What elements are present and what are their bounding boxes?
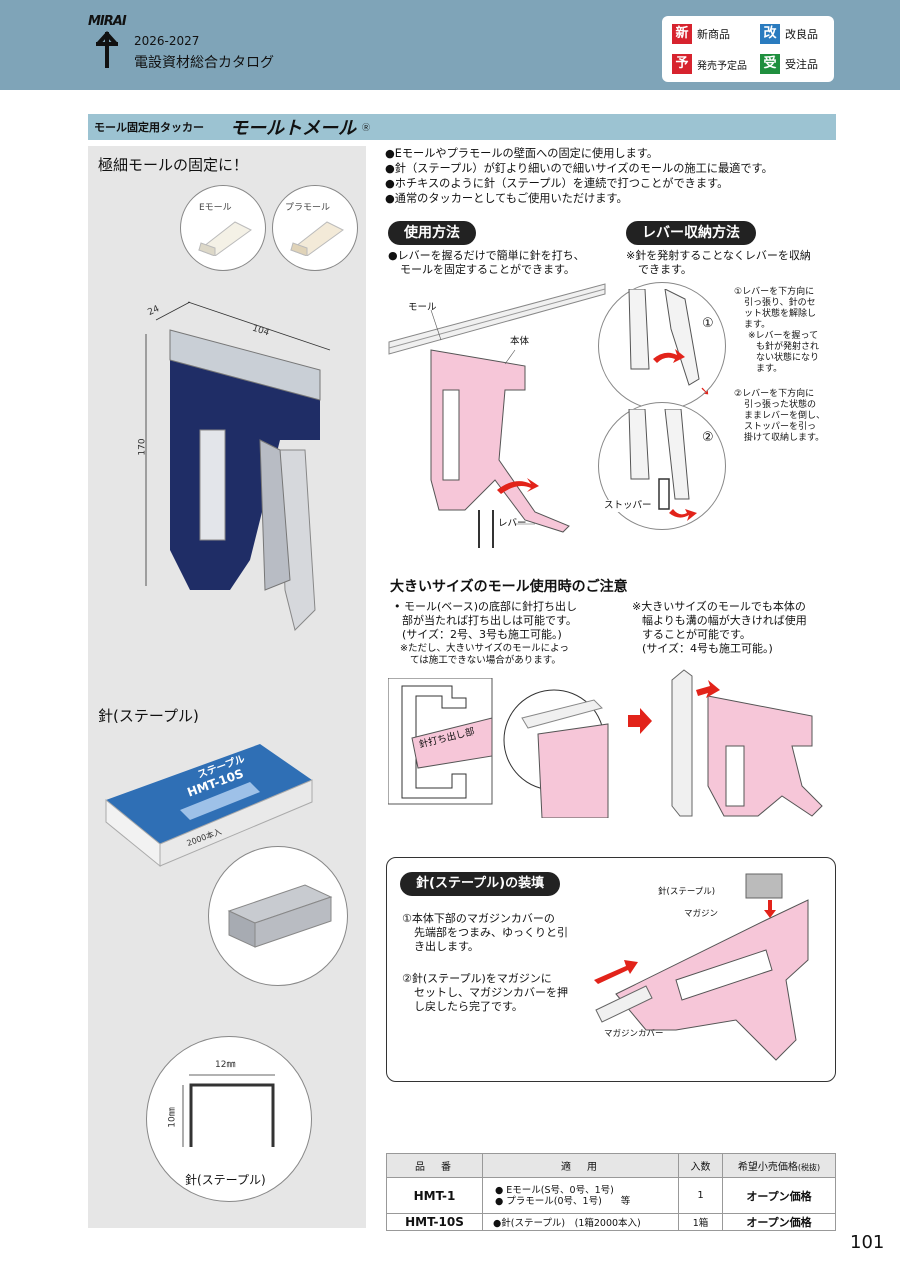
lever-step2-text: ②レバーを下方向に 引っ張った状態の ままレバーを倒し、 ストッパーを引っ 掛け… <box>734 389 826 443</box>
col-code: 品 番 <box>386 1153 483 1178</box>
catalog-title: 電設資材総合カタログ <box>134 55 274 71</box>
section-title: モールトメール <box>230 118 356 139</box>
usage-text1: ●レバーを握るだけで簡単に針を打ち、 <box>388 249 585 262</box>
usage-diagram <box>388 283 606 548</box>
right-arrow-icon <box>628 708 652 734</box>
loading-step2: ②針(ステープル)をマガジンに セットし、マガジンカバーを押 し戻したら完了です… <box>402 972 568 1013</box>
staple-diagram <box>182 1074 275 1147</box>
cell-price: オープン価格 <box>722 1177 836 1214</box>
section-subtitle: モール固定用タッカー <box>94 121 204 134</box>
label-lever: レバー <box>498 518 527 529</box>
new-icon: 新 <box>672 24 692 44</box>
label-mold: モール <box>408 302 437 313</box>
feature-bullets: ●Eモールやプラモールの壁面への固定に使用します。 ●針（ステープル）が釘より細… <box>385 147 773 205</box>
caution-left-note: ※ただし、大きいサイズのモールによっ ては施工できない場合があります。 <box>400 643 569 666</box>
section-bar <box>88 114 836 140</box>
lever-step1-text: ①レバーを下方向に 引っ張り、針のセ ット状態を解除し ます。 ※レバーを握って… <box>734 287 820 374</box>
plamold-circle: プラモール <box>272 185 358 271</box>
legend-upcoming: 予 発売予定品 <box>672 54 747 74</box>
col-price: 希望小売価格(税抜) <box>722 1153 836 1178</box>
spec-table: 品 番 適 用 入数 希望小売価格(税抜) HMT-1 ● Eモール(S号、0号… <box>386 1153 836 1231</box>
loading-title: 針(ステープル)の装填 <box>400 872 561 896</box>
cell-use: ●針(ステープル) (1箱2000本入) <box>482 1213 679 1231</box>
lever-storage-title: レバー収納方法 <box>626 221 756 245</box>
staples-closeup-image <box>227 884 333 948</box>
order-icon: 受 <box>760 54 780 74</box>
lever-step2-image <box>628 409 697 521</box>
table-row: HMT-1 ● Eモール(S号、0号、1号) ● プラモール(0号、1号) 等 … <box>386 1177 836 1214</box>
dim-height: 170 <box>137 438 148 456</box>
table-header-row: 品 番 適 用 入数 希望小売価格(税抜) <box>386 1153 836 1178</box>
staple-box-image <box>105 744 313 868</box>
col-use: 適 用 <box>482 1153 679 1178</box>
caution-left: • モール(ベース)の底部に針打ち出し 部が当たれば打ち出しは可能です。 (サイ… <box>394 600 578 641</box>
caution-title: 大きいサイズのモール使用時のご注意 <box>390 579 628 595</box>
cell-code: HMT-1 <box>386 1177 483 1214</box>
left-heading: 極細モールの固定に！ <box>98 156 249 174</box>
staple-caption: 針(ステープル) <box>185 1173 266 1187</box>
tacker-product-image <box>145 301 331 631</box>
loading-diagram <box>594 873 809 1061</box>
logo-text: MIRAI <box>88 14 127 29</box>
label-body: 本体 <box>510 336 530 347</box>
label-stopper: ストッパー <box>604 500 652 512</box>
cell-code: HMT-10S <box>386 1213 483 1231</box>
caution-right: ※大きいサイズのモールでも本体の 幅よりも溝の幅が大きければ使用 することが可能… <box>632 600 807 655</box>
lever-step1-image <box>628 289 700 386</box>
trademark-mark: Ⓡ <box>362 123 370 132</box>
usage-text2: モールを固定することができます。 <box>400 263 575 276</box>
loading-step1: ①本体下部のマガジンカバーの 先端部をつまみ、ゆっくりと引 き出します。 <box>402 912 568 953</box>
lever-text1: ※針を発射することなくレバーを収納 <box>626 249 811 262</box>
caution-diagram-large-mold <box>388 678 609 818</box>
lever-text2: できます。 <box>638 263 692 276</box>
step-arrow-icon: ➘ <box>700 384 711 398</box>
col-qty: 入数 <box>678 1153 723 1178</box>
legend-order: 受 受注品 <box>760 54 818 74</box>
legend-box: 新 新商品 改 改良品 予 発売予定品 受 受注品 <box>662 16 834 82</box>
improved-icon: 改 <box>760 24 780 44</box>
logo-icon <box>96 31 118 68</box>
catalog-year: 2026-2027 <box>134 34 200 48</box>
cell-qty: 1箱 <box>678 1213 723 1231</box>
caution-diagram-size4 <box>671 669 823 817</box>
upcoming-icon: 予 <box>672 54 692 74</box>
cell-qty: 1 <box>678 1177 723 1214</box>
usage-title: 使用方法 <box>388 221 476 245</box>
plamold-image <box>289 221 344 256</box>
label-magazine-cover: マガジンカバー <box>604 1029 664 1039</box>
legend-improved: 改 改良品 <box>760 24 818 44</box>
page-number: 101 <box>850 1232 885 1253</box>
staple-heading: 針(ステープル) <box>98 707 199 725</box>
emold-image <box>197 221 252 256</box>
label-magazine: マガジン <box>684 909 719 919</box>
staples-closeup-circle <box>208 846 348 986</box>
legend-new: 新 新商品 <box>672 24 730 44</box>
cell-price: オープン価格 <box>722 1213 836 1231</box>
lever-step1-circle <box>598 282 726 410</box>
cell-use: ● Eモール(S号、0号、1号) ● プラモール(0号、1号) 等 <box>482 1177 679 1214</box>
label-staple: 針(ステープル) <box>658 887 716 897</box>
staple-dimension-circle: 12㎜ 10㎜ 針(ステープル) <box>146 1036 312 1202</box>
lever-step-num2: ② <box>702 430 714 445</box>
lever-step-num1: ① <box>702 316 714 331</box>
emold-circle: Eモール <box>180 185 266 271</box>
table-row: HMT-10S ●針(ステープル) (1箱2000本入) 1箱 オープン価格 <box>386 1213 836 1231</box>
